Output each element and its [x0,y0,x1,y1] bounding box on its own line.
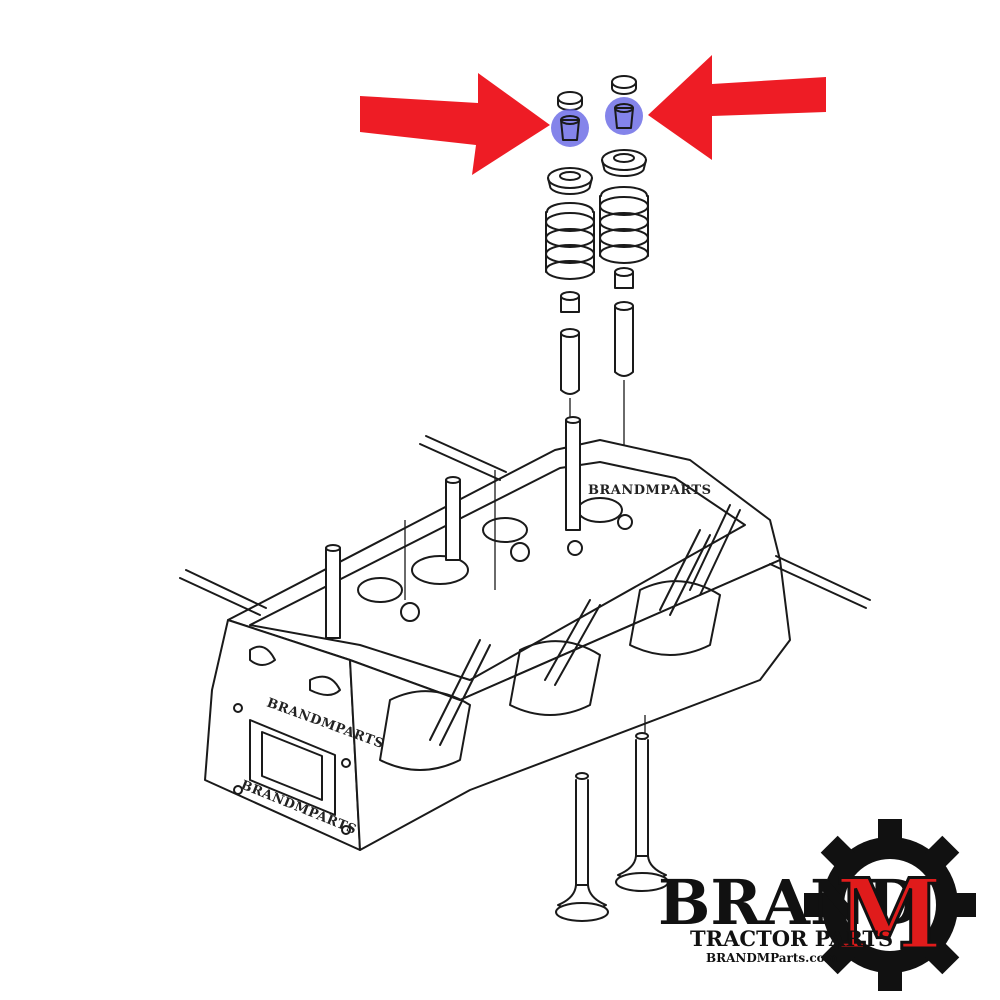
left-arrow-icon [360,73,550,175]
logo-tagline: TRACTOR PARTS [690,926,893,951]
exhaust-valve [615,732,669,892]
left-valve-stack [545,91,595,430]
right-arrow-icon [648,55,826,160]
logo-letter: M [836,858,942,971]
intake-valve [555,772,609,922]
left-valve-spring [545,202,595,280]
logo-word: BRAND [658,866,920,939]
gear-icon [804,819,976,991]
logo-url: BRANDMParts.com [706,951,838,965]
right-collet-highlight [605,97,643,135]
watermark-top: BRANDMPARTS [588,483,711,498]
studs [325,416,581,639]
cylinder-head [179,416,871,851]
brand-logo: BRAND M TRACTOR PARTS BRANDMParts.com [658,819,976,991]
left-collet-highlight [551,109,589,147]
right-valve-spring [599,186,649,264]
right-valve-stack [599,75,649,515]
